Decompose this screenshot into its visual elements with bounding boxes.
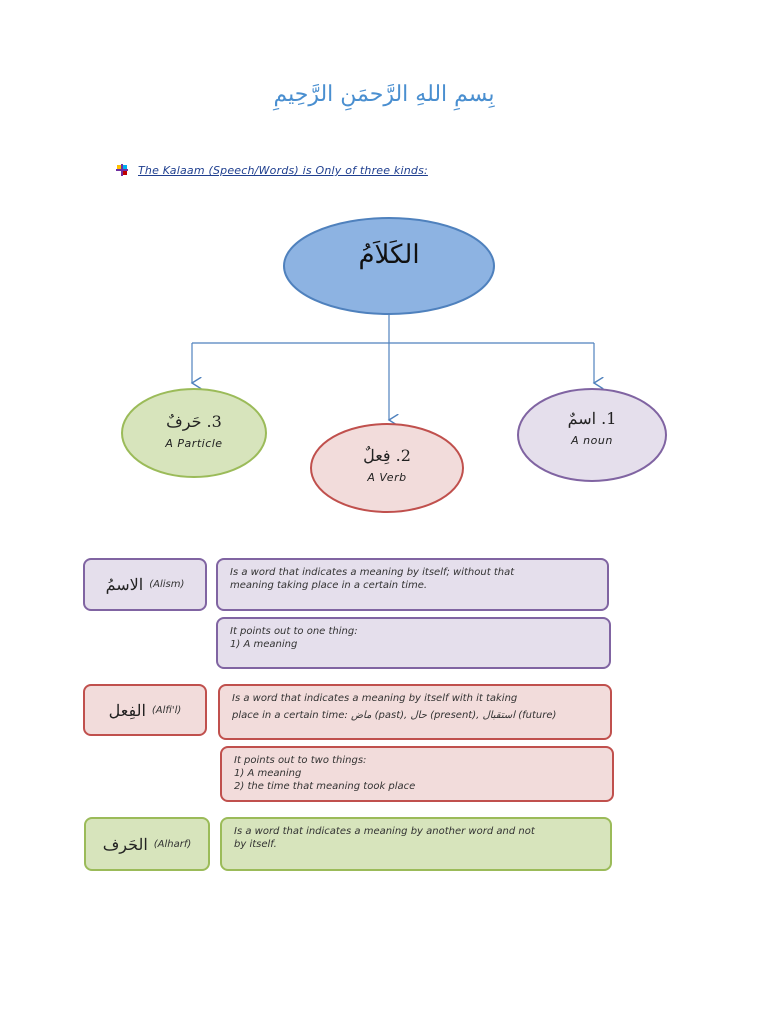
- harf-definition-box: Is a word that indicates a meaning by an…: [220, 817, 612, 871]
- harf-transliteration: (Alharf): [153, 838, 192, 850]
- noun-node: 1. اسمٌ A noun: [518, 409, 666, 447]
- noun-ellipse: [517, 388, 667, 482]
- fil-arabic: الفِعل: [108, 700, 146, 720]
- noun-arabic: 1. اسمٌ: [567, 409, 617, 428]
- kalaam-diagram: [121, 217, 667, 513]
- ism-transliteration: (Alism): [149, 579, 185, 590]
- pinwheel-bullet-icon: [116, 164, 128, 176]
- ism-definition-line-2: meaning taking place in a certain time.: [230, 580, 428, 591]
- particle-ellipse: [121, 388, 267, 478]
- ism-definition-box: Is a word that indicates a meaning by it…: [216, 558, 609, 611]
- harf-arabic: الحَرف: [102, 834, 148, 854]
- fil-transliteration: (Alfi'l): [151, 704, 182, 716]
- ism-definition-line-1: Is a word that indicates a meaning by it…: [230, 567, 515, 578]
- kalaam-center-label-wrap: الكَلاَمُ: [284, 240, 494, 270]
- fil-definition-box: Is a word that indicates a meaning by it…: [218, 684, 612, 740]
- fil-points-line-1: It points out to two things:: [234, 755, 367, 766]
- harf-definition-line-2: by itself.: [234, 839, 277, 850]
- fil-definition-line-1: Is a word that indicates a meaning by it…: [232, 693, 518, 704]
- kalaam-center-label: الكَلاَمُ: [358, 240, 420, 270]
- fil-points-line-2: 1) A meaning: [234, 768, 302, 779]
- particle-node: 3. حَرفٌ A Particle: [122, 412, 266, 450]
- connector-lines: [192, 314, 594, 420]
- fil-points-box: It points out to two things: 1) A meanin…: [220, 746, 614, 802]
- ism-points-box: It points out to one thing: 1) A meaning: [216, 617, 611, 669]
- kalaam-center-ellipse: [283, 217, 495, 315]
- verb-english: A Verb: [367, 471, 407, 484]
- ism-arabic: الاسمُ: [105, 575, 144, 594]
- harf-definition-line-1: Is a word that indicates a meaning by an…: [234, 826, 535, 837]
- particle-arabic: 3. حَرفٌ: [166, 412, 222, 431]
- particle-english: A Particle: [165, 437, 223, 450]
- verb-ellipse: [310, 423, 464, 513]
- ism-points-line-2: 1) A meaning: [230, 639, 298, 650]
- intro-text: The Kalaam (Speech/Words) is Only of thr…: [138, 164, 428, 177]
- fil-label-box: الفِعل (Alfi'l): [83, 684, 207, 736]
- bismillah-heading: بِسمِ اللهِ الرَّحمَنِ الرَّحِيمِ: [273, 82, 495, 107]
- fil-definition-line-2: place in a certain time: ماض (past), حال…: [232, 710, 557, 721]
- noun-english: A noun: [571, 434, 613, 447]
- ism-label-box: الاسمُ (Alism): [83, 558, 207, 611]
- fil-points-line-3: 2) the time that meaning took place: [234, 781, 416, 792]
- verb-node: 2. فِعلٌ A Verb: [311, 446, 463, 484]
- harf-label-box: الحَرف (Alharf): [84, 817, 210, 871]
- ism-points-line-1: It points out to one thing:: [230, 626, 358, 637]
- verb-arabic: 2. فِعلٌ: [363, 446, 411, 465]
